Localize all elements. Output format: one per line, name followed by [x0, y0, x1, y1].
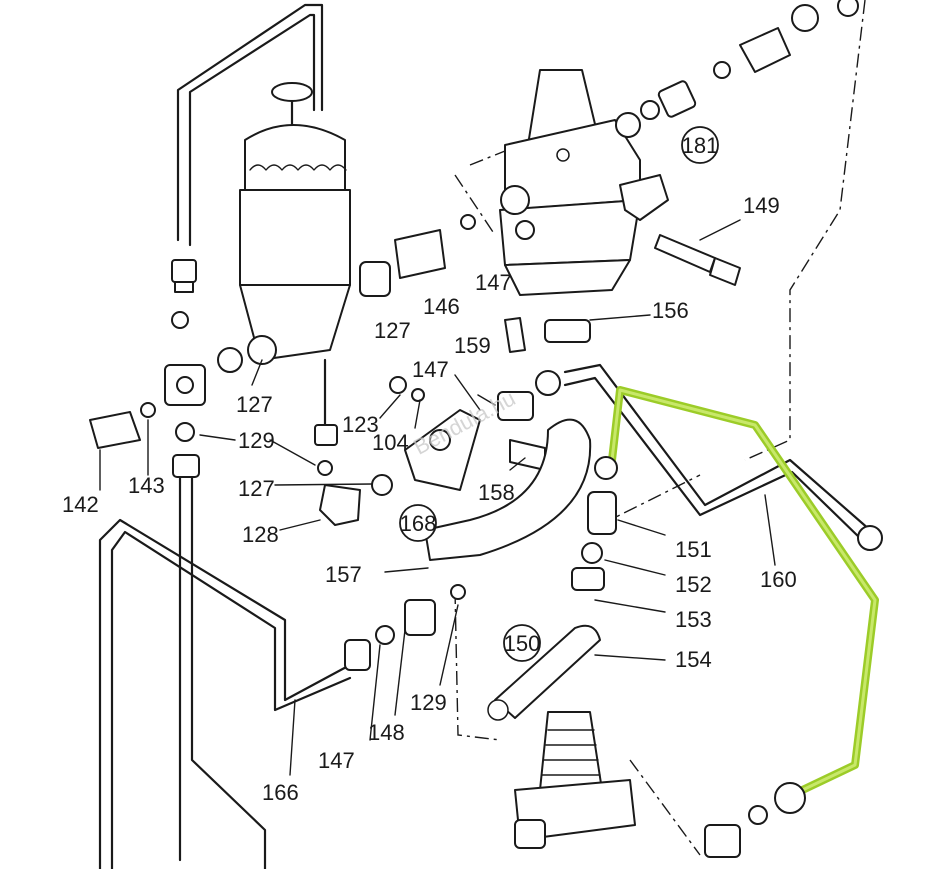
part-label: 160 [760, 567, 797, 592]
control-valve [499, 69, 669, 343]
middle-fittings [89, 214, 561, 526]
part-label: 142 [62, 492, 99, 517]
part-label: 149 [743, 193, 780, 218]
part-labels: 149 147 146 127 156 159 147 123 104 127 … [62, 193, 797, 805]
hoses [424, 418, 601, 721]
leader-lines [99, 219, 776, 776]
part-label: 166 [262, 780, 299, 805]
part-label: 154 [675, 647, 712, 672]
part-label: 148 [368, 720, 405, 745]
circle-label-150 [503, 624, 541, 662]
part-label: 127 [374, 318, 411, 343]
part-label: 104 [372, 430, 409, 455]
part-label: 151 [675, 537, 712, 562]
pipe-160 [563, 363, 883, 551]
part-label: 123 [342, 412, 379, 437]
part-label: 129 [238, 428, 275, 453]
part-label: 146 [423, 294, 460, 319]
part-label: 156 [652, 298, 689, 323]
part-label: 147 [318, 748, 355, 773]
circle-label-text-168: 168 [400, 511, 437, 536]
fittings-151-153 [571, 491, 617, 591]
part-label: 127 [238, 476, 275, 501]
filter-housing [239, 82, 351, 446]
part-label: 147 [475, 270, 512, 295]
part-label: 128 [242, 522, 279, 547]
top-right-fittings [615, 0, 859, 286]
part-label: 157 [325, 562, 362, 587]
upper-pipe [171, 3, 324, 293]
part-label: 158 [478, 480, 515, 505]
part-label: 152 [675, 572, 712, 597]
part-label: 159 [454, 333, 491, 358]
part-label: 127 [236, 392, 273, 417]
circle-label-181 [681, 126, 719, 164]
part-label: 153 [675, 607, 712, 632]
part-label: 143 [128, 473, 165, 498]
lower-pipes [98, 476, 466, 869]
part-label: 129 [410, 690, 447, 715]
bottom-unit [514, 711, 768, 858]
circle-label-text-150: 150 [504, 631, 541, 656]
part-label: 147 [412, 357, 449, 382]
circle-label-text-181: 181 [682, 133, 719, 158]
boundary-lines [454, 0, 866, 856]
circled-labels: 181 168 150 [399, 126, 719, 662]
highlighted-pipe [594, 386, 879, 814]
circle-label-168 [399, 504, 437, 542]
